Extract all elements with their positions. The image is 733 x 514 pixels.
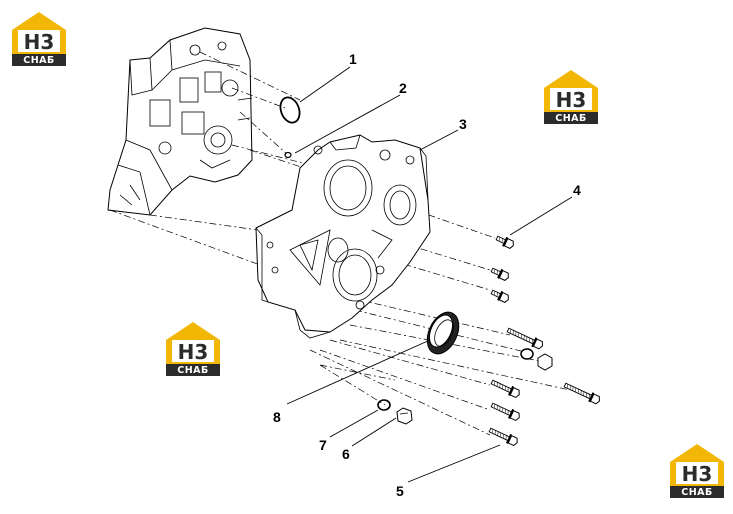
callout-8: 8 xyxy=(273,409,281,425)
bolt-part-5-c xyxy=(488,427,518,447)
part-7-seal-ring xyxy=(377,399,391,411)
part-6-plug xyxy=(396,407,413,425)
bolt-long-b xyxy=(563,382,600,405)
bolt-part-4-a xyxy=(495,235,514,249)
callout-6: 6 xyxy=(342,446,350,462)
watermark-subtext: СНАБ xyxy=(177,365,209,376)
leader-lines xyxy=(286,66,573,483)
callout-2: 2 xyxy=(399,80,407,96)
callout-3: 3 xyxy=(459,116,467,132)
callout-1: 1 xyxy=(349,51,357,67)
part-1-o-ring xyxy=(279,96,301,124)
callout-5: 5 xyxy=(396,483,404,499)
part-2-dowel-pin xyxy=(284,151,292,159)
bolt-long-a xyxy=(506,327,543,350)
watermark-subtext: СНАБ xyxy=(681,487,713,498)
part-3-gear-housing xyxy=(255,134,431,339)
watermark-text: H3 xyxy=(556,88,587,112)
callout-4: 4 xyxy=(573,182,581,198)
watermark-logo-bottom-right: H3 СНАБ xyxy=(666,440,728,498)
washer-and-plug-stack xyxy=(520,348,553,371)
bolt-part-4-b xyxy=(490,267,509,281)
bolts-group xyxy=(488,235,600,447)
watermark-logo-top-right: H3 СНАБ xyxy=(540,66,602,124)
watermark-logo-middle-left: H3 СНАБ xyxy=(162,318,224,376)
callout-7: 7 xyxy=(319,437,327,453)
watermark-text: H3 xyxy=(682,462,713,486)
bolt-part-5-a xyxy=(490,379,520,399)
watermark-text: H3 xyxy=(24,30,55,54)
watermark-subtext: СНАБ xyxy=(23,55,55,66)
part-8-oil-seal xyxy=(426,311,460,355)
watermark-text: H3 xyxy=(178,340,209,364)
watermark-logo-top-left: H3 СНАБ xyxy=(8,8,70,66)
bolt-part-4-c xyxy=(490,289,509,303)
bolt-part-5-b xyxy=(490,402,520,422)
engine-block xyxy=(107,27,253,216)
watermark-subtext: СНАБ xyxy=(555,113,587,124)
